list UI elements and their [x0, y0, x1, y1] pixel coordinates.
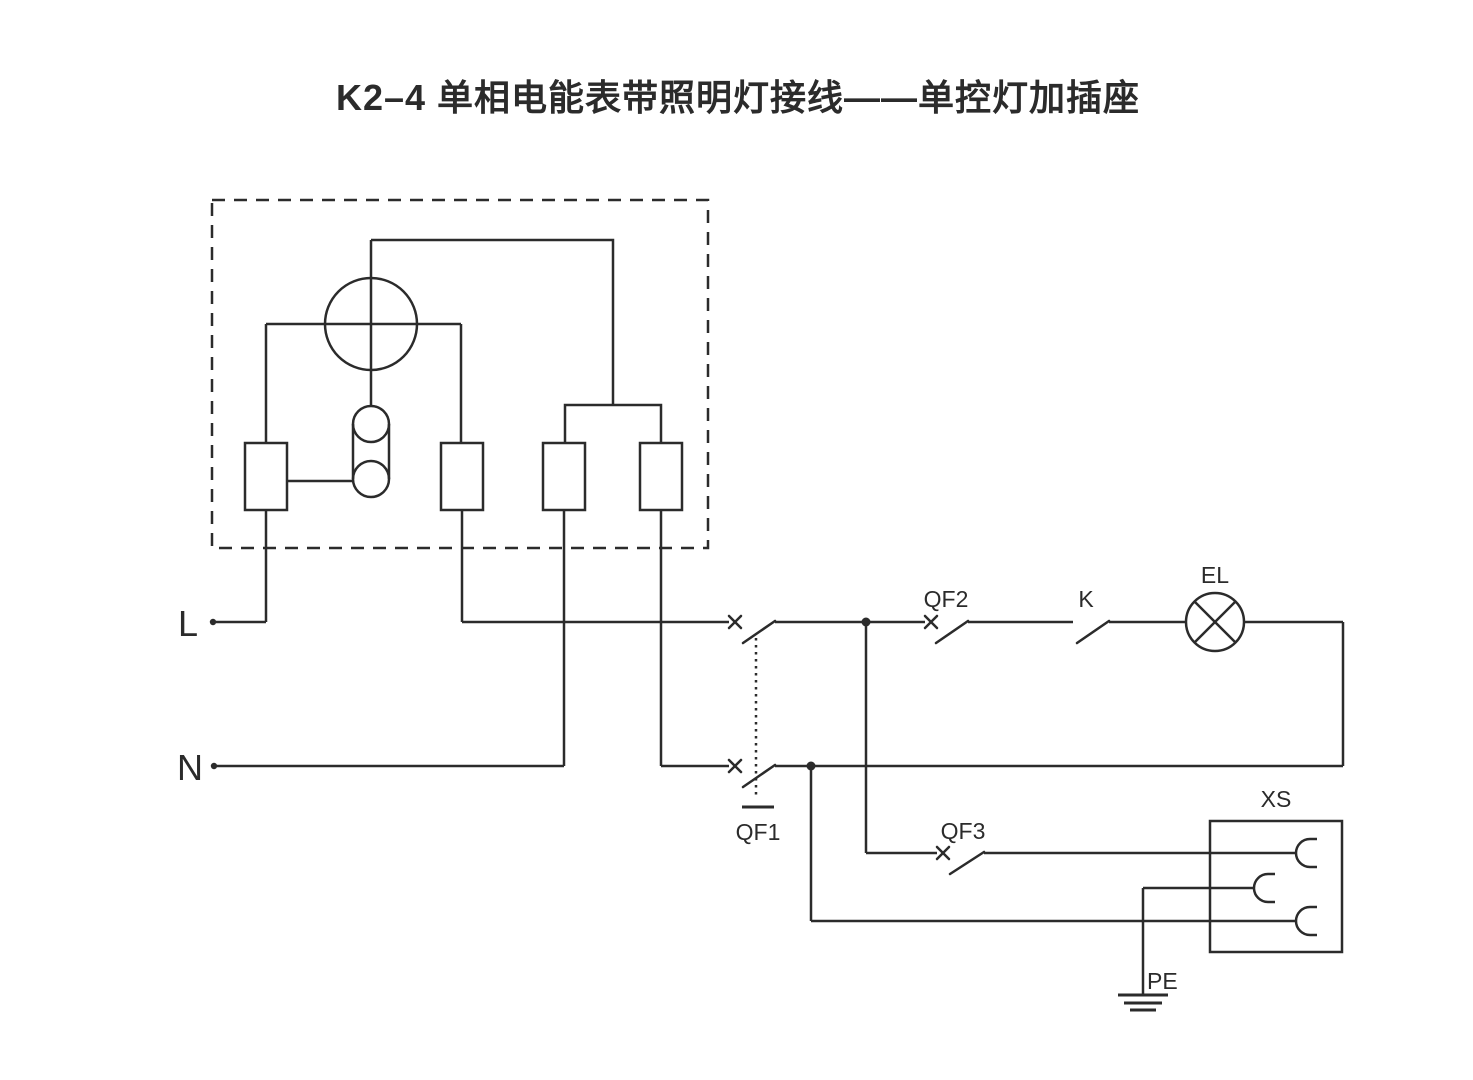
qf3-blade [948, 850, 986, 876]
socket-contact-neutral [1294, 905, 1317, 937]
meter-dashed-boundary [210, 198, 710, 550]
switch-k-blade [1075, 619, 1111, 645]
meter-voltage-link-wire [371, 238, 615, 405]
supply-lines: L N [177, 603, 729, 788]
meter-terminal-1 [243, 441, 289, 512]
energy-meter [210, 198, 710, 766]
meter-neutral-bar-wire [563, 403, 663, 444]
lamp-el-symbol [1184, 591, 1246, 653]
lamp-cross-2 [1193, 600, 1237, 644]
socket-contact-earth [1252, 872, 1275, 904]
socket-branch: QF3 XS PE [809, 766, 1344, 1012]
label-K: K [1078, 586, 1094, 612]
socket-xs-box [1208, 819, 1344, 954]
label-EL: EL [1201, 562, 1229, 588]
label-QF2: QF2 [924, 586, 969, 612]
qf2-contact-x [923, 614, 939, 630]
coil-lower-circle [351, 459, 391, 499]
label-neutral-N: N [177, 747, 203, 788]
label-XS: XS [1261, 786, 1292, 812]
label-QF1: QF1 [736, 819, 781, 845]
label-QF3: QF3 [941, 818, 986, 844]
lighting-branch: QF2 K EL [923, 562, 1345, 766]
label-phase-L: L [178, 603, 198, 644]
meter-terminal-3 [541, 441, 587, 512]
qf3-contact-x [935, 845, 951, 861]
qf1-lower-blade [741, 763, 777, 789]
meter-terminal-4 [638, 441, 684, 512]
breaker-qf1: QF1 [727, 614, 1343, 853]
meter-terminal-2 [439, 441, 485, 512]
coil-upper-circle [351, 404, 391, 444]
meter-voltage-coil [351, 404, 391, 499]
socket-contact-phase [1294, 837, 1317, 869]
qf2-blade [934, 619, 970, 645]
diagram-title: K2–4 单相电能表带照明灯接线——单控灯加插座 [336, 77, 1140, 118]
ground-symbol [1118, 993, 1168, 1012]
qf1-lower-pole-contact-x [727, 758, 743, 774]
qf1-upper-blade [741, 619, 777, 645]
label-PE: PE [1147, 968, 1178, 994]
qf1-upper-pole-contact-x [727, 614, 743, 630]
